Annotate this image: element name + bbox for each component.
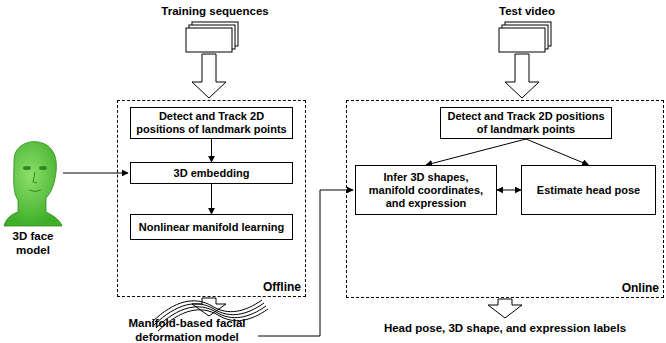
caption-label: Manifold-based facial deformation model (118, 316, 256, 343)
sequence-stack (499, 22, 551, 52)
caption-label: 3D face model (0, 229, 66, 257)
flow-arrow (211, 139, 212, 162)
box-text: Estimate head pose (537, 184, 640, 197)
flow-arrow (526, 139, 589, 165)
box-text: Detect and Track 2D positions of landmar… (135, 110, 288, 136)
flow-arrow (211, 184, 212, 214)
caption-label: Head pose, 3D shape, and expression labe… (378, 321, 632, 335)
box-text: Nonlinear manifold learning (139, 221, 284, 234)
box-text: 3D embedding (174, 167, 250, 180)
hollow-arrow (192, 54, 226, 98)
process-box: Detect and Track 2D positions of landmar… (130, 107, 293, 139)
caption-label: Training sequences (150, 4, 280, 18)
process-box: Infer 3D shapes, manifold coordinates, a… (355, 165, 497, 215)
box-text: Detect and Track 2D positions of landmar… (445, 110, 607, 136)
sequence-stack (186, 22, 238, 52)
process-box: 3D embedding (130, 162, 293, 184)
flow-arrow (497, 190, 521, 191)
hollow-arrow (505, 54, 539, 98)
caption-label: Test video (462, 4, 592, 18)
region-title: Online (622, 281, 659, 295)
hollow-arrow (488, 299, 522, 318)
box-text: Infer 3D shapes, manifold coordinates, a… (360, 171, 492, 210)
dashed-region: Online Detect and Track 2D positions of l… (346, 100, 664, 298)
process-box: Nonlinear manifold learning (130, 214, 293, 240)
process-box: Detect and Track 2D positions of landmar… (440, 107, 612, 139)
face-arrow (63, 173, 128, 174)
face-model (4, 142, 62, 226)
process-box: Estimate head pose (521, 165, 656, 215)
dashed-region: Offline Detect and Track 2D positions of … (117, 100, 306, 297)
flow-arrow (426, 139, 526, 165)
region-title: Offline (263, 280, 301, 294)
